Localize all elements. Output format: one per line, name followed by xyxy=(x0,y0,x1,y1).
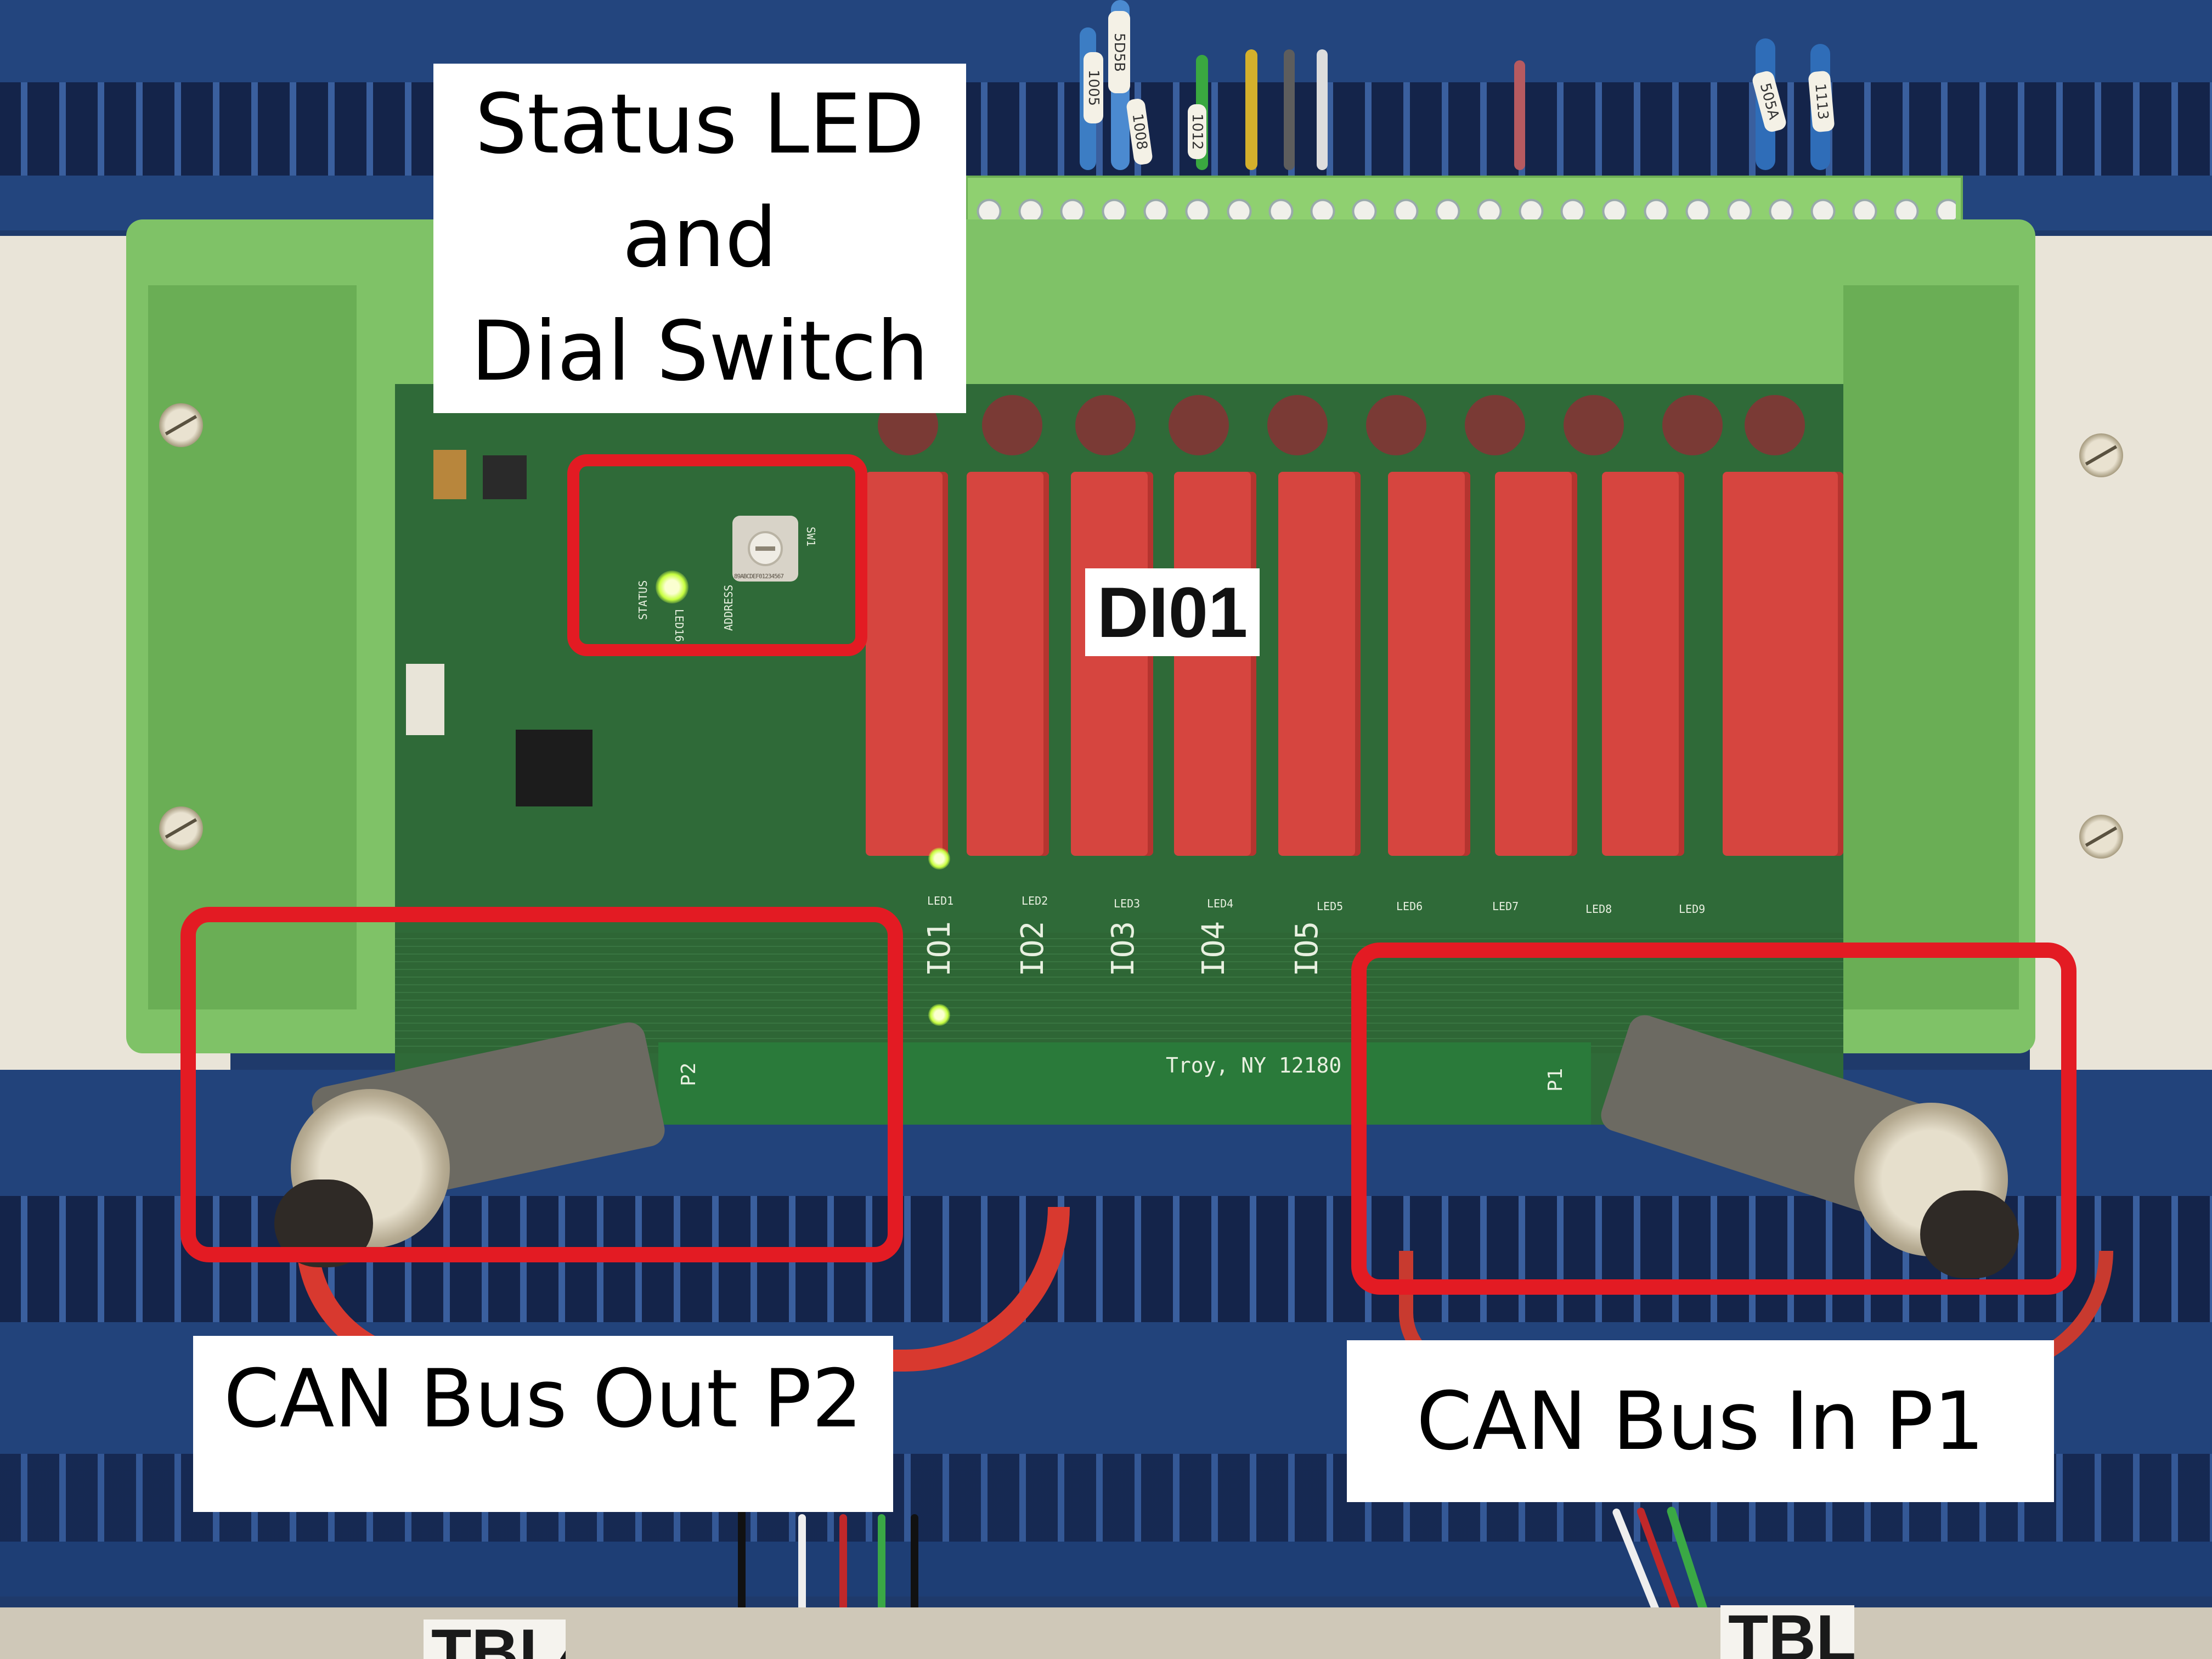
terminal-label-tbl4: TBL4 xyxy=(424,1620,566,1659)
wire-tag: 1005 xyxy=(1084,52,1103,123)
relay-9 xyxy=(1723,472,1843,856)
inductor xyxy=(483,455,527,499)
dial-knob[interactable] xyxy=(748,531,783,566)
silk-io5: IO5 xyxy=(1289,921,1325,977)
grey-wire xyxy=(1284,49,1295,170)
relay-led-lower xyxy=(928,1004,950,1026)
status-callout-line-2: and xyxy=(622,190,777,286)
silk-led3: LED3 xyxy=(1114,897,1141,910)
can-in-highlight-box xyxy=(1351,943,2076,1295)
microcontroller-chip xyxy=(516,730,592,806)
housing-right-end xyxy=(1843,285,2019,1009)
capacitor xyxy=(1366,395,1426,455)
wire-tag: 1012 xyxy=(1188,104,1206,159)
dial-arrow-icon xyxy=(755,546,775,551)
board-lower-edge xyxy=(658,1042,1591,1125)
silk-led9: LED9 xyxy=(1679,902,1706,916)
silk-address-line: Troy, NY 12180 xyxy=(1166,1053,1342,1077)
silk-led2: LED2 xyxy=(1022,894,1048,907)
status-callout-line-3: Dial Switch xyxy=(471,304,929,399)
relay-5 xyxy=(1278,472,1361,856)
capacitor xyxy=(982,395,1042,455)
yellow-wire xyxy=(1245,49,1257,170)
top-duct-slots xyxy=(0,82,2212,176)
silk-io3: IO3 xyxy=(1105,921,1141,977)
p1-cable-black xyxy=(1920,1190,2019,1278)
status-callout-line-1: Status LED xyxy=(475,77,925,172)
housing-screw xyxy=(2079,433,2123,477)
can-in-callout-text: CAN Bus In P1 xyxy=(1416,1374,1985,1468)
silk-led7: LED7 xyxy=(1492,900,1519,913)
capacitor xyxy=(1745,395,1805,455)
silk-led8: LED8 xyxy=(1585,902,1612,916)
silk-led1: LED1 xyxy=(927,894,954,907)
silk-led6: LED6 xyxy=(1396,900,1423,913)
capacitor xyxy=(1169,395,1229,455)
can-out-callout-text: CAN Bus Out P2 xyxy=(223,1352,863,1446)
status-led xyxy=(656,571,689,603)
right-din-rail xyxy=(2030,236,2212,1070)
silk-io4: IO4 xyxy=(1196,921,1232,977)
address-dial-switch[interactable] xyxy=(732,516,798,582)
housing-left-end xyxy=(148,285,357,1009)
relay-7 xyxy=(1495,472,1577,856)
relay-led-1 xyxy=(928,848,950,870)
relay-3 xyxy=(1071,472,1153,856)
module-id-label: DI01 xyxy=(1085,568,1260,656)
pink-wire xyxy=(1514,60,1525,170)
relay-8 xyxy=(1602,472,1684,856)
capacitor xyxy=(1465,395,1525,455)
bottom-terminal-rail xyxy=(0,1607,2212,1659)
capacitor xyxy=(1267,395,1328,455)
can-out-callout: CAN Bus Out P2 xyxy=(193,1336,893,1512)
relay-4 xyxy=(1174,472,1256,856)
relay-6 xyxy=(1388,472,1470,856)
silk-io2: IO2 xyxy=(1015,921,1051,977)
white-wire xyxy=(1317,49,1328,170)
status-led-highlight-box xyxy=(567,454,867,656)
capacitor xyxy=(1662,395,1723,455)
silk-led4: LED4 xyxy=(1207,897,1234,910)
silk-led5: LED5 xyxy=(1317,900,1344,913)
relay-1 xyxy=(866,472,948,856)
capacitor xyxy=(1564,395,1624,455)
housing-screw xyxy=(2079,815,2123,859)
housing-screw xyxy=(159,403,203,447)
capacitor xyxy=(1075,395,1136,455)
header-connector xyxy=(406,664,444,735)
silk-dial-digits: 89ABCDEF01234567 xyxy=(734,573,784,580)
terminal-label-tbl5: TBL5 xyxy=(1720,1605,1854,1659)
relay-2 xyxy=(967,472,1049,856)
wire-tag: 5D5B xyxy=(1108,11,1130,93)
can-out-highlight-box xyxy=(180,907,903,1262)
tantalum-capacitor xyxy=(433,450,466,499)
status-callout: Status LED and Dial Switch xyxy=(433,64,966,413)
can-in-callout: CAN Bus In P1 xyxy=(1347,1340,2054,1502)
silk-io1: IO1 xyxy=(922,921,957,977)
housing-screw xyxy=(159,806,203,850)
